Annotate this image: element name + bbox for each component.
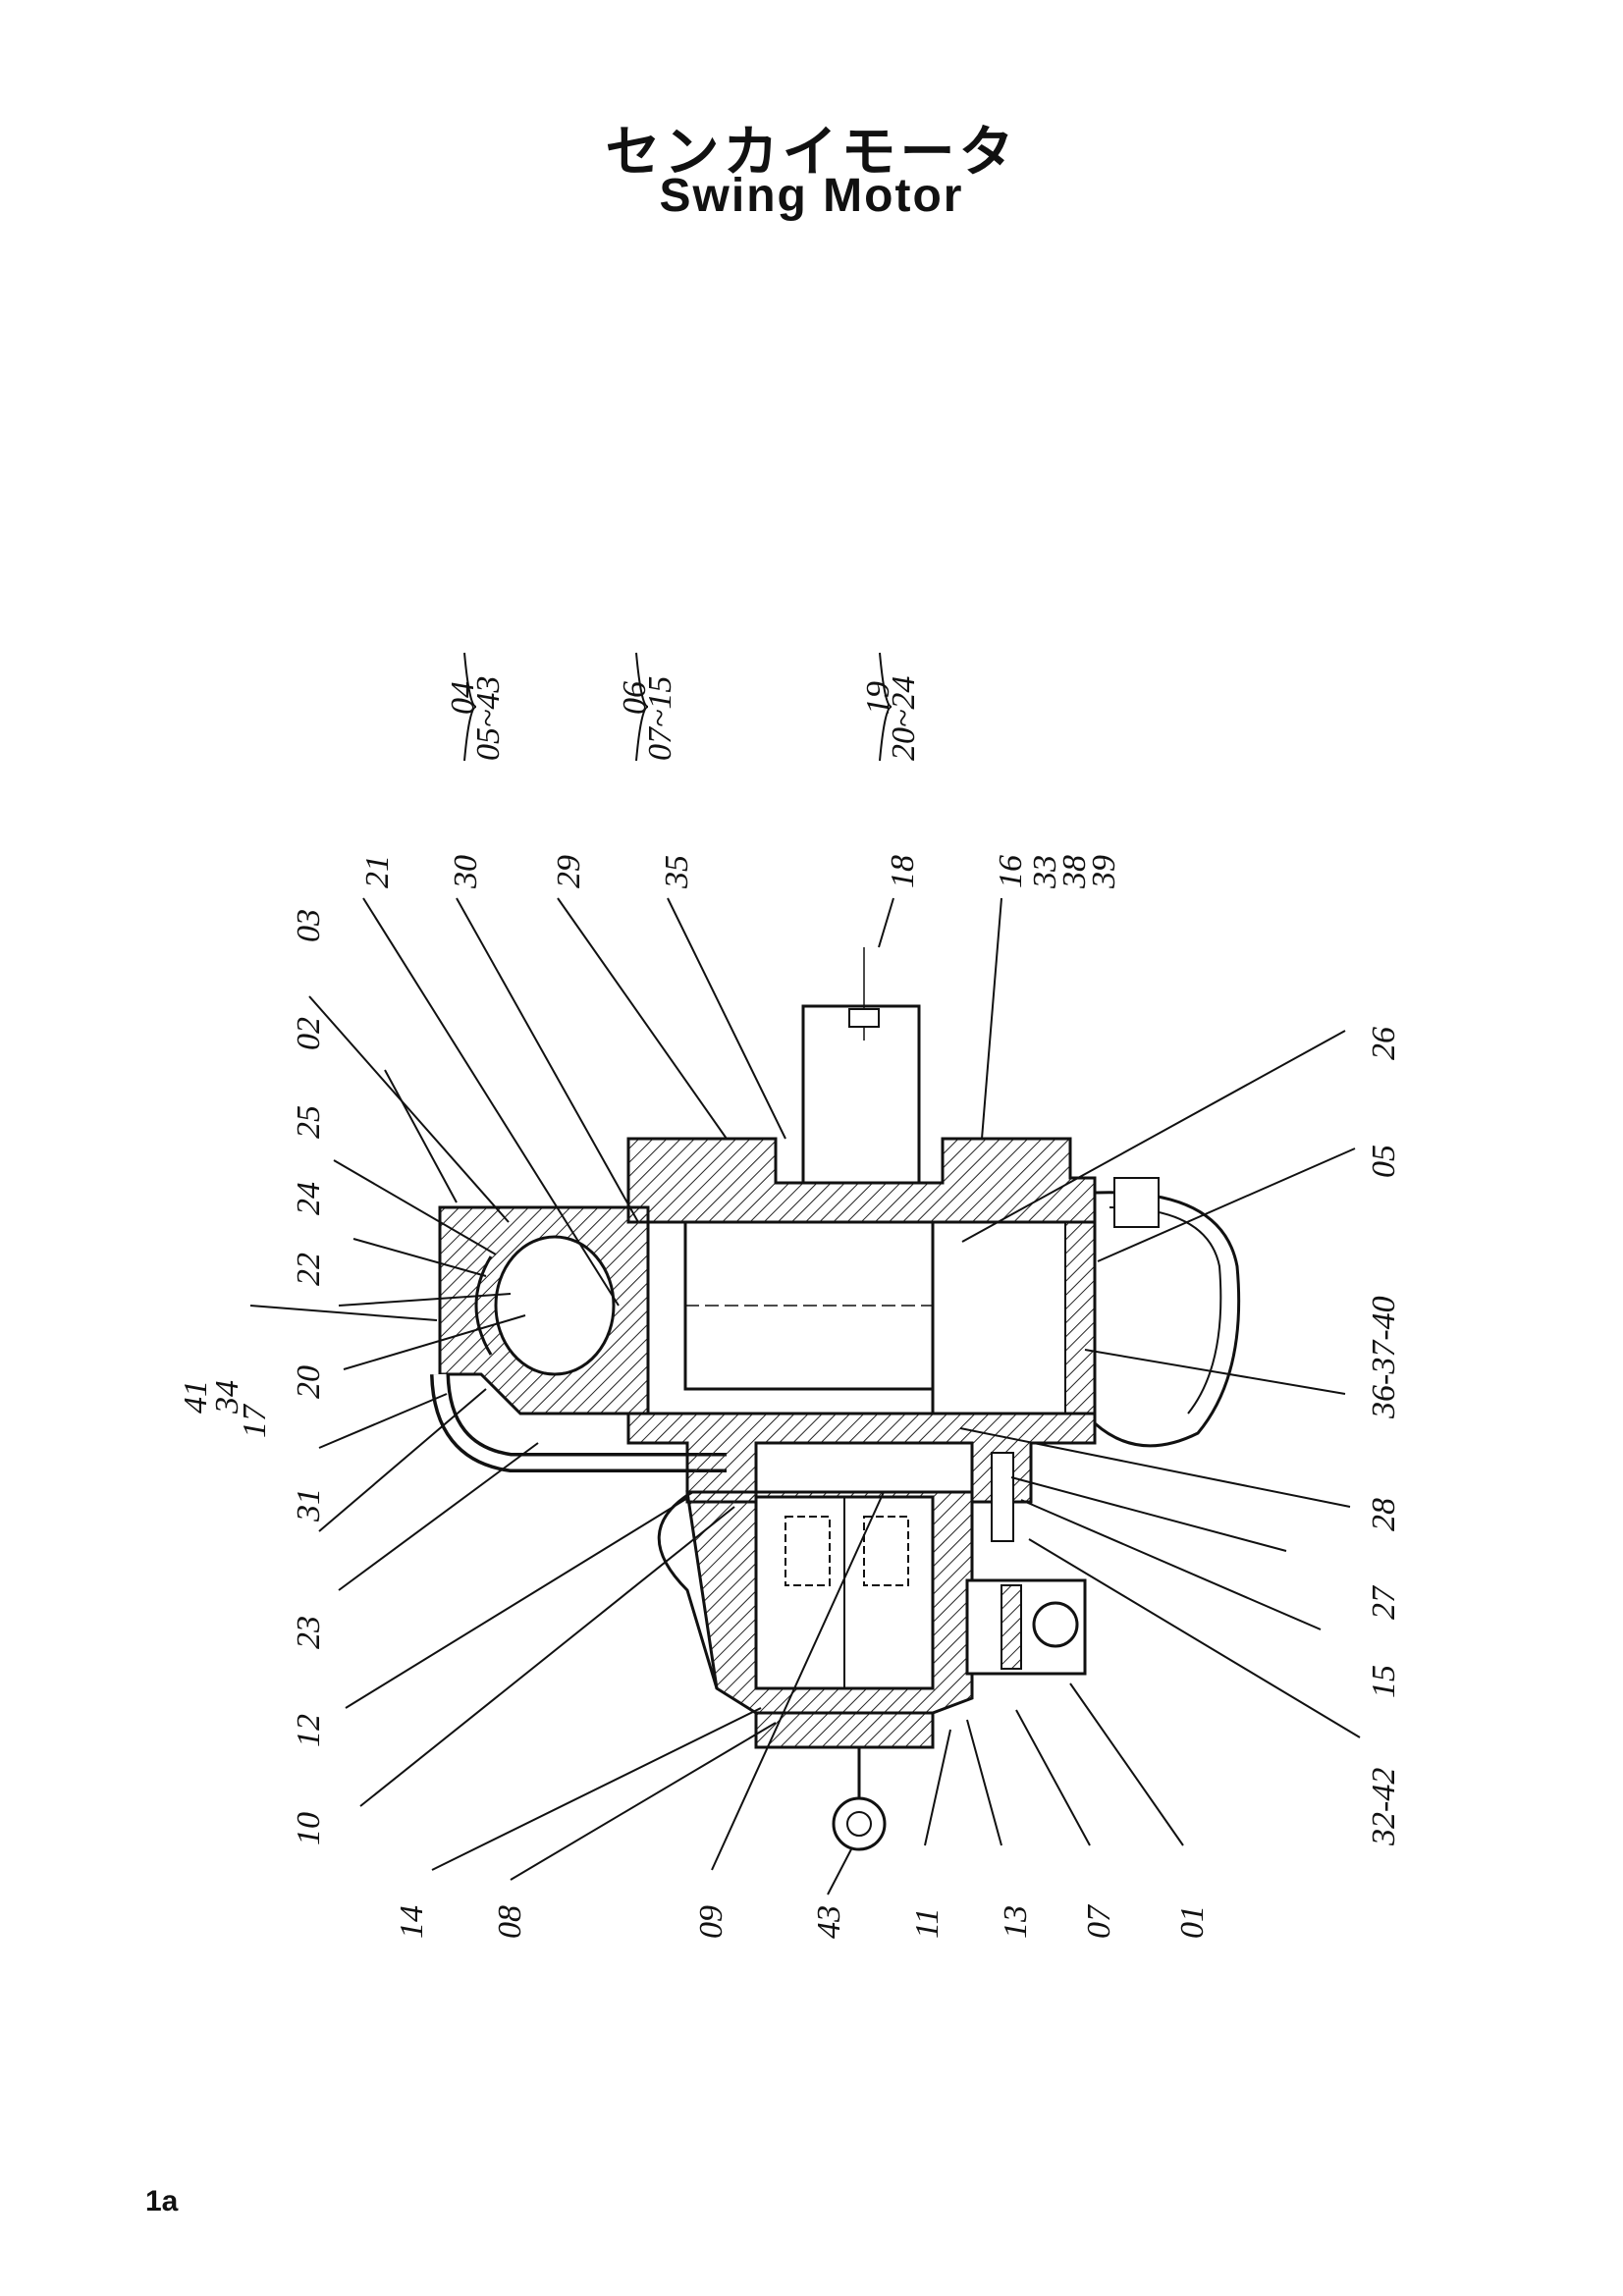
part-label: 43: [811, 1905, 847, 1939]
part-label: 26: [1366, 1027, 1402, 1060]
part-label: 32-42: [1366, 1768, 1402, 1846]
part-label: 41: [178, 1380, 214, 1414]
part-label: 07: [1081, 1903, 1117, 1939]
part-label: 22: [291, 1253, 327, 1286]
title-english: Swing Motor: [659, 170, 964, 222]
part-label: 38: [1056, 855, 1093, 889]
part-label: 23: [291, 1616, 327, 1649]
assembly-parent-label: 19: [860, 681, 896, 715]
part-label: 08: [492, 1905, 528, 1939]
assembly-parent-label: 04: [445, 681, 481, 715]
output-shaft: [801, 1004, 921, 1185]
part-label: 18: [885, 855, 921, 888]
part-label: 05: [1366, 1145, 1402, 1178]
assembly-04: 04 05~43: [445, 652, 507, 762]
part-label: 27: [1366, 1584, 1402, 1620]
assembly-parent-label: 06: [617, 681, 653, 715]
part-label: 12: [291, 1714, 327, 1747]
part-label: 35: [659, 855, 695, 889]
part-label: 01: [1174, 1905, 1211, 1939]
part-label: 16: [993, 855, 1029, 888]
part-label: 03: [291, 909, 327, 942]
part-label: 39: [1086, 855, 1122, 889]
brace-icon: [635, 652, 649, 762]
part-label: 14: [394, 1905, 430, 1939]
assembly-19: 19 20~24: [860, 652, 922, 762]
part-label: 30: [448, 855, 484, 889]
bottom-cap: [754, 1711, 935, 1749]
ball-joint: [494, 1235, 616, 1376]
part-label: 24: [291, 1182, 327, 1215]
page-number: 1a: [145, 2185, 179, 2217]
part-label: 31: [291, 1488, 327, 1522]
part-label: 20: [291, 1365, 327, 1399]
part-label: 34: [209, 1380, 245, 1415]
assembly-range-label: 07~15: [642, 676, 678, 761]
part-label: 28: [1366, 1498, 1402, 1531]
motor-section: [430, 947, 1241, 1851]
part-label: 21: [359, 855, 396, 888]
leader-lines: [249, 897, 1361, 1896]
part-label: 11: [909, 1908, 946, 1939]
part-label: 15: [1366, 1665, 1402, 1698]
part-label: 13: [998, 1905, 1034, 1939]
motor-dome: [1093, 1191, 1241, 1448]
part-label: 10: [291, 1812, 327, 1845]
part-label: 17: [237, 1403, 273, 1438]
brace-icon: [463, 652, 477, 762]
part-label: 25: [291, 1105, 327, 1139]
part-label: 36-37-40: [1366, 1296, 1402, 1419]
part-label: 02: [291, 1017, 327, 1050]
part-label: 33: [1027, 855, 1063, 889]
title-japanese: センカイモータ: [605, 121, 1018, 185]
part-label: 29: [551, 855, 587, 888]
assembly-06: 06 07~15: [617, 652, 678, 762]
assembly-range-label: 05~43: [470, 676, 507, 761]
part-label: 09: [693, 1905, 730, 1939]
assembly-range-label: 20~24: [886, 676, 922, 761]
part-labels: 03 02 25 24 22 20 17 31 23 12 10 14 08 0…: [178, 855, 1402, 1939]
middle-flange: [626, 1412, 1097, 1504]
brace-icon: [879, 652, 893, 762]
